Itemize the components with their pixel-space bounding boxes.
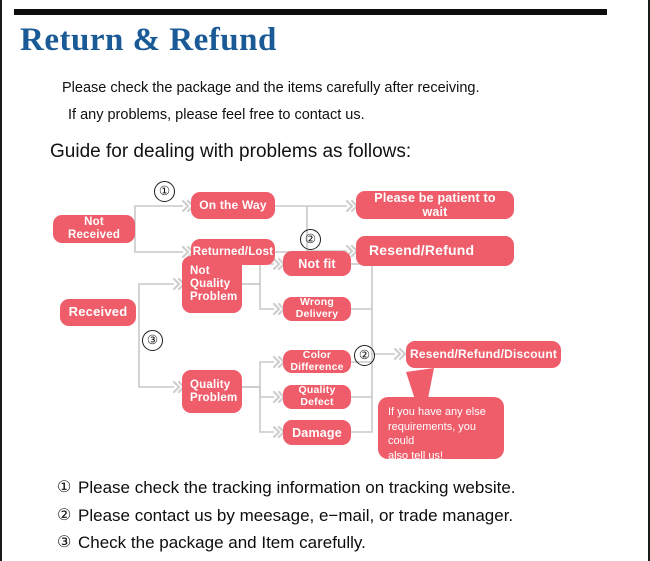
note-number: ② (57, 506, 72, 524)
intro-text: Please check the package and the items c… (62, 78, 582, 132)
note-number: ① (57, 479, 72, 496)
note-item: ② Please contact us by meesage, e−mail, … (57, 504, 617, 529)
intro-line-2: If any problems, please feel free to con… (68, 107, 365, 124)
callout-bubble: If you have any else requirements, you c… (378, 397, 504, 462)
note-text: Please check the tracking information on… (78, 478, 516, 497)
node-on-the-way[interactable]: On the Way (191, 192, 275, 219)
node-received[interactable]: Received (60, 299, 136, 326)
marker-one: ① (154, 181, 175, 202)
note-text: Check the package and Item carefully. (78, 533, 366, 553)
node-damage[interactable]: Damage (283, 420, 351, 445)
page-title: Return & Refund (20, 22, 277, 58)
node-resend-refund-discount[interactable]: Resend/Refund/Discount (406, 341, 561, 368)
node-label-line-1: Not (190, 265, 210, 278)
footer-notes-list: ① Please check the tracking information … (57, 476, 617, 559)
marker-two-bottom: ② (354, 345, 375, 366)
node-wrong-delivery[interactable]: Wrong Delivery (283, 296, 351, 321)
intro-line-1: Please check the package and the items c… (62, 80, 480, 96)
note-text: Please contact us by meesage, e−mail, or… (78, 505, 514, 525)
note-item: ③ Check the package and Item carefully. (57, 531, 617, 556)
node-label-line-2: Quality (190, 278, 231, 291)
guide-heading: Guide for dealing with problems as follo… (50, 141, 412, 162)
marker-three: ③ (142, 330, 163, 351)
node-label-line-2: Problem (190, 391, 238, 404)
callout-tail (406, 368, 434, 424)
problem-flowchart: Not Received On the Way Returned/Lost Pl… (2, 172, 648, 472)
marker-two-top: ② (300, 229, 321, 250)
callout-line-1: If you have any else (388, 406, 486, 418)
node-color-difference[interactable]: Color Difference (283, 349, 351, 373)
callout-line-3: also tell us! (388, 449, 444, 462)
note-item: ① Please check the tracking information … (57, 476, 617, 501)
node-not-received[interactable]: Not Received (53, 215, 135, 243)
node-label-line-1: Quality (190, 378, 231, 391)
header-rule (14, 9, 607, 15)
callout-line-2: requirements, you could (388, 420, 477, 448)
node-label-line-3: Problem (190, 290, 238, 303)
node-returned-lost[interactable]: Returned/Lost (191, 239, 275, 265)
node-not-fit[interactable]: Not fit (283, 251, 351, 276)
note-number: ③ (57, 534, 72, 552)
node-quality-defect[interactable]: Quality Defect (283, 384, 351, 409)
node-not-quality-problem[interactable]: Not Quality Problem (182, 256, 242, 313)
node-resend-refund[interactable]: Resend/Refund (356, 236, 514, 266)
node-please-be-patient-to-wait[interactable]: Please be patient to wait (356, 191, 514, 219)
node-quality-problem[interactable]: Quality Problem (182, 370, 242, 413)
